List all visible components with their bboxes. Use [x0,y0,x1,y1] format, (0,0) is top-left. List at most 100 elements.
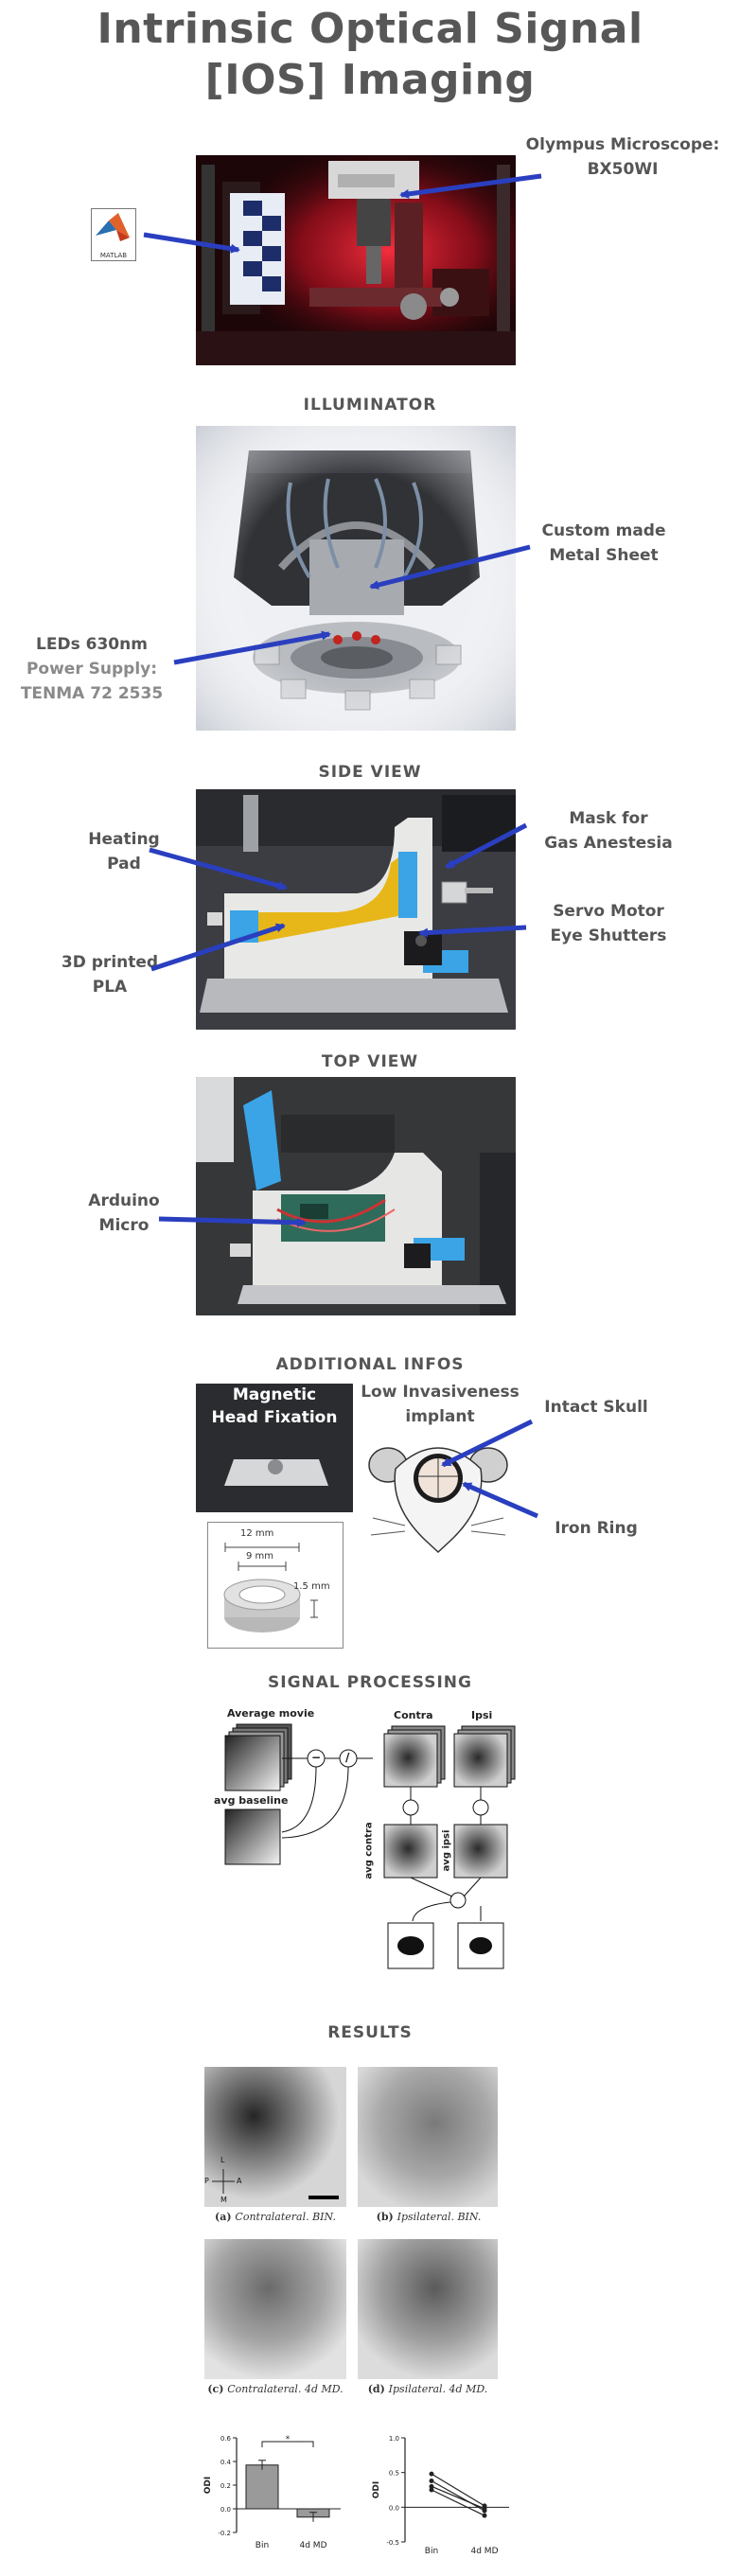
bar-category-label: 4d MD [300,2541,327,2550]
caption-c: (c) Contralateral. 4d MD. [189,2383,361,2395]
series-point [429,2471,434,2477]
mouse-head-drawing [367,1431,509,1563]
result-image-d [358,2239,498,2379]
leds-label-line-3: TENMA 72 2535 [20,684,164,703]
implant-label: Low Invasiveness implant [355,1380,525,1429]
arduino-label-line-1: Arduino [88,1191,160,1210]
microscope-photo [196,155,516,365]
magnetic-photo: Magnetic Head Fixation [196,1384,353,1512]
result-image-c [204,2239,346,2379]
additional-heading: ADDITIONAL INFOS [275,1355,465,1374]
series-point [482,2513,487,2518]
bar-y-tick-label: 0.6 [220,2435,232,2443]
microscope-photo-drawing [196,155,516,365]
result-image-b-svg [358,2067,498,2207]
bar-significance-star: * [286,2435,291,2444]
orient-A: A [237,2177,242,2185]
result-image-c-svg [204,2239,346,2379]
page-title: Intrinsic Optical Signal [IOS] Imaging [0,4,740,106]
side-view-photo-drawing [196,789,516,1030]
series-point [482,2506,487,2512]
result-image-a: L P A M [204,2067,346,2207]
orient-L: L [220,2156,225,2164]
magnetic-photo-drawing [196,1384,353,1512]
pla-label-line-1: 3D printed [61,953,159,972]
microscope-label-line-1: Olympus Microscope: [525,135,720,154]
mask-label-line-1: Mask for [569,809,648,828]
series-point [429,2478,434,2483]
matlab-logo: MATLAB [91,208,136,261]
side-view-photo [196,789,516,1030]
caption-a-text: Contralateral. BIN. [235,2211,336,2223]
signal-heading: SIGNAL PROCESSING [268,1673,472,1692]
magnetic-label: Magnetic Head Fixation [196,1384,353,1429]
matlab-logo-icon [96,213,130,241]
mask-label-line-2: Gas Anestesia [544,834,673,853]
caption-c-text: Contralateral. 4d MD. [227,2383,344,2395]
dim-1-5mm: 1.5 mm [293,1581,330,1592]
ipsi-label: Ipsi [471,1709,493,1721]
contra-label: Contra [394,1709,433,1721]
title-line-1: Intrinsic Optical Signal [97,5,643,53]
series-line [431,2489,485,2516]
leds-label-line-2: Power Supply: [26,660,158,679]
bar-y-tick-label: 0.2 [220,2482,231,2490]
caption-d-text: Ipsilateral. 4d MD. [388,2383,488,2395]
series-point [429,2487,434,2493]
average-movie-label: Average movie [227,1707,315,1720]
ring-dimensions-drawing: 12 mm 9 mm 1.5 mm [207,1522,344,1649]
magnetic-label-line-1: Magnetic [232,1385,317,1404]
caption-a: (a) Contralateral. BIN. [195,2211,356,2223]
dim-9mm: 9 mm [246,1551,274,1561]
arduino-label-line-2: Micro [98,1216,150,1235]
mouse-head-svg [368,1447,508,1554]
caption-a-letter: (a) [215,2211,236,2223]
pla-label-line-2: PLA [92,978,128,997]
leds-label-line-1: LEDs 630nm [36,635,148,654]
metal-sheet-label-line-1: Custom made [541,521,666,540]
mask-label: Mask for Gas Anestesia [519,806,698,856]
heating-pad-label: Heating Pad [62,827,185,876]
top-view-heading: TOP VIEW [321,1052,419,1071]
divide-operator: / [345,1751,350,1764]
metal-sheet-label-line-2: Metal Sheet [549,546,659,565]
pla-label: 3D printed PLA [44,950,176,999]
servo-label-line-2: Eye Shutters [550,926,667,945]
bar-significance-bracket [261,2441,314,2447]
skull-label: Intact Skull [544,1398,648,1417]
line-y-label: ODI [372,2481,381,2498]
leds-label: LEDs 630nm Power Supply: TENMA 72 2535 [2,632,182,706]
microscope-label-line-2: BX50WI [587,160,659,179]
results-heading: RESULTS [327,2023,413,2042]
line-category-label: Bin [425,2547,438,2556]
orient-M: M [220,2196,227,2204]
bar-y-tick-label: 0.0 [220,2506,231,2514]
heating-pad-label-line-2: Pad [107,855,141,873]
arduino-label: Arduino Micro [62,1189,185,1238]
avg-contra-label: avg contra [363,1822,375,1879]
signal-diagram-svg [224,1723,516,1969]
illuminator-heading: ILLUMINATOR [303,396,437,415]
servo-label-line-1: Servo Motor [553,902,664,921]
line-y-tick-label: 0.5 [389,2470,399,2478]
servo-label: Servo Motor Eye Shutters [519,899,698,948]
line-y-tick-label: 0.0 [389,2504,399,2512]
caption-d: (d) Ipsilateral. 4d MD. [346,2383,509,2395]
implant-label-line-1: Low Invasiveness [361,1383,520,1402]
series-point [429,2483,434,2489]
implant-label-line-2: implant [405,1407,475,1426]
ring-label: Iron Ring [555,1519,638,1538]
top-view-photo-drawing [196,1077,516,1315]
illuminator-photo [196,426,516,731]
bar-y-tick-label: -0.2 [218,2530,231,2537]
heating-pad-label-line-1: Heating [88,830,160,849]
result-image-a-svg [204,2067,346,2207]
matlab-logo-text: MATLAB [99,252,128,259]
metal-sheet-label: Custom made Metal Sheet [519,519,689,568]
bar-y-tick-label: 0.4 [220,2459,232,2466]
result-image-d-svg [358,2239,498,2379]
illuminator-photo-drawing [196,426,516,731]
